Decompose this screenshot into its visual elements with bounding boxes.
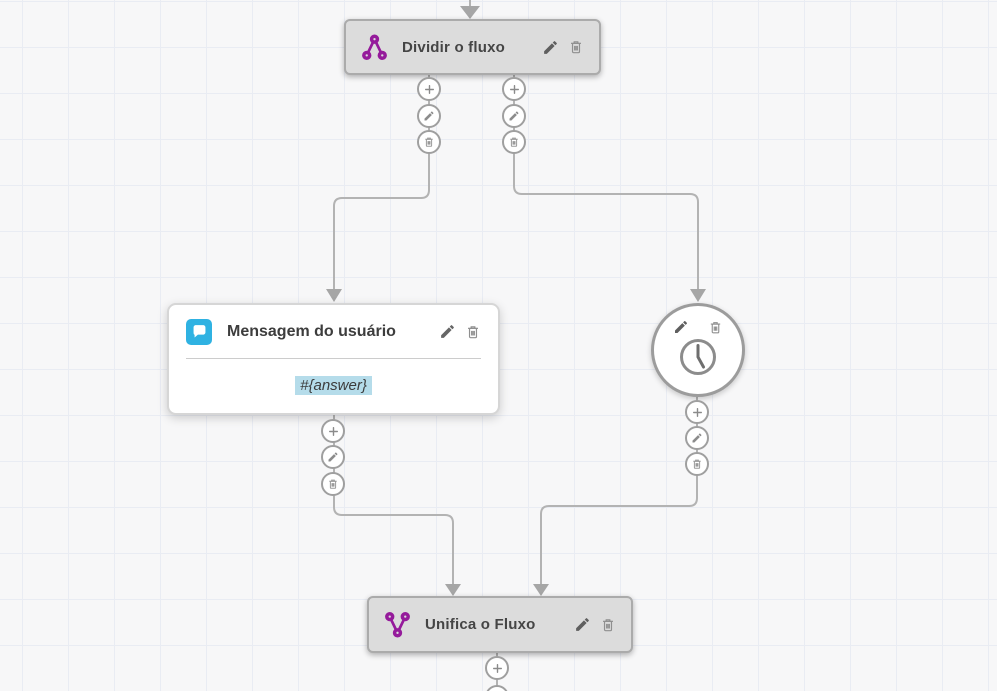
trash-icon: [510, 137, 518, 147]
trash-icon[interactable]: [708, 319, 723, 335]
edit-connection-button[interactable]: [502, 104, 526, 128]
edit-connection-button[interactable]: [417, 104, 441, 128]
delete-connection-button[interactable]: [685, 452, 709, 476]
plus-icon: [509, 84, 519, 94]
pencil-icon: [692, 433, 702, 443]
connector-message-to-merge: [333, 415, 454, 585]
node-divider: [186, 358, 481, 359]
merge-flow-icon: [384, 611, 411, 638]
pencil-icon[interactable]: [574, 616, 591, 633]
plus-icon: [328, 426, 338, 436]
connector-timer-to-merge: [540, 397, 698, 585]
node-actions: [673, 319, 723, 335]
variable-token[interactable]: #{answer}: [295, 375, 372, 395]
split-flow-icon: [361, 34, 388, 61]
pencil-icon: [328, 452, 338, 462]
node-title: Mensagem do usuário: [227, 322, 396, 340]
arrowhead-into-split: [460, 6, 480, 19]
node-timer[interactable]: [651, 303, 745, 397]
trash-icon[interactable]: [465, 324, 481, 340]
clock-icon: [680, 339, 716, 375]
node-body: #{answer}: [169, 359, 498, 411]
pencil-icon: [509, 111, 519, 121]
trash-icon: [693, 459, 701, 469]
pencil-icon[interactable]: [673, 319, 689, 335]
node-title: Unifica o Fluxo: [425, 616, 536, 633]
trash-icon[interactable]: [600, 617, 616, 633]
delete-connection-button[interactable]: [321, 472, 345, 496]
add-connection-button[interactable]: [485, 656, 509, 680]
node-split-flow[interactable]: Dividir o fluxo: [344, 19, 601, 75]
trash-icon[interactable]: [568, 39, 584, 55]
node-user-message[interactable]: Mensagem do usuário #{answer}: [167, 303, 500, 415]
pencil-icon: [424, 111, 434, 121]
trash-icon: [329, 479, 337, 489]
plus-icon: [424, 84, 434, 94]
arrowhead-into-message: [326, 289, 342, 302]
connector-split-to-timer: [513, 75, 699, 290]
add-connection-button[interactable]: [417, 77, 441, 101]
edit-connection-button[interactable]: [321, 445, 345, 469]
trash-icon: [425, 137, 433, 147]
delete-connection-button[interactable]: [417, 130, 441, 154]
arrowhead-into-merge-left: [445, 584, 461, 596]
node-merge-flow[interactable]: Unifica o Fluxo: [367, 596, 633, 653]
add-connection-button[interactable]: [502, 77, 526, 101]
pencil-icon[interactable]: [542, 39, 559, 56]
plus-icon: [692, 407, 702, 417]
edit-connection-button[interactable]: [685, 426, 709, 450]
arrowhead-into-merge-right: [533, 584, 549, 596]
delete-connection-button[interactable]: [502, 130, 526, 154]
plus-icon: [492, 663, 502, 673]
arrowhead-into-timer: [690, 289, 706, 302]
node-header: Mensagem do usuário: [169, 305, 498, 358]
add-connection-button[interactable]: [685, 400, 709, 424]
pencil-icon[interactable]: [439, 323, 456, 340]
node-title: Dividir o fluxo: [402, 38, 506, 56]
add-connection-button[interactable]: [321, 419, 345, 443]
connector-split-to-message: [333, 75, 430, 290]
chat-bubble-icon: [186, 318, 212, 345]
